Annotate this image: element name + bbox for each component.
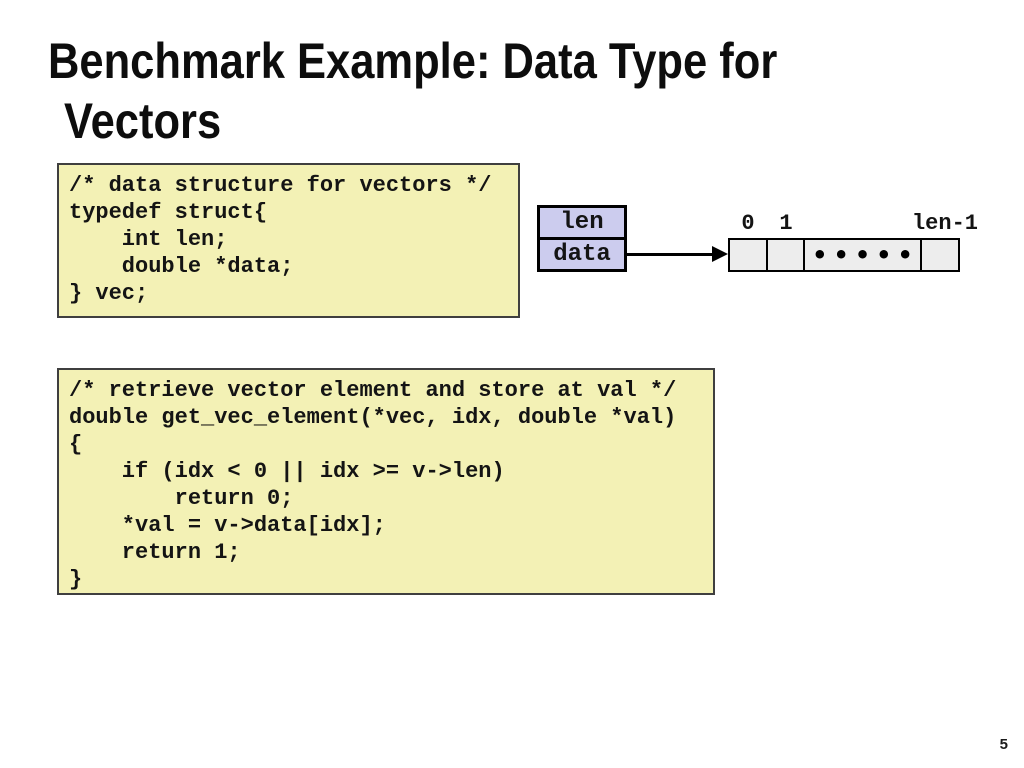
array-cell-1	[765, 238, 806, 272]
array-index-label-len-minus-1: len-1	[911, 211, 978, 236]
ellipsis-dots: •••••	[812, 241, 919, 269]
code-block-struct-definition: /* data structure for vectors */ typedef…	[57, 163, 520, 318]
struct-field-len: len	[537, 205, 627, 240]
struct-box: len data	[537, 205, 627, 272]
array-cell-last	[919, 238, 960, 272]
pointer-arrow-head-icon	[712, 246, 728, 262]
slide-title-line1: Benchmark Example: Data Type for	[48, 33, 778, 89]
pointer-arrow-line	[627, 253, 715, 256]
code-block-get-vec-element: /* retrieve vector element and store at …	[57, 368, 715, 595]
array-cell-0	[728, 238, 768, 272]
array-index-label-1: 1	[779, 211, 793, 236]
slide-title-line2: Vectors	[64, 93, 222, 149]
array-index-label-0: 0	[741, 211, 755, 236]
array-cell-ellipsis: •••••	[803, 238, 922, 272]
slide-title: Benchmark Example: Data Type for Vectors	[48, 31, 886, 151]
data-array: •••••	[728, 238, 960, 272]
struct-field-data: data	[537, 237, 627, 272]
page-number: 5	[999, 736, 1008, 753]
